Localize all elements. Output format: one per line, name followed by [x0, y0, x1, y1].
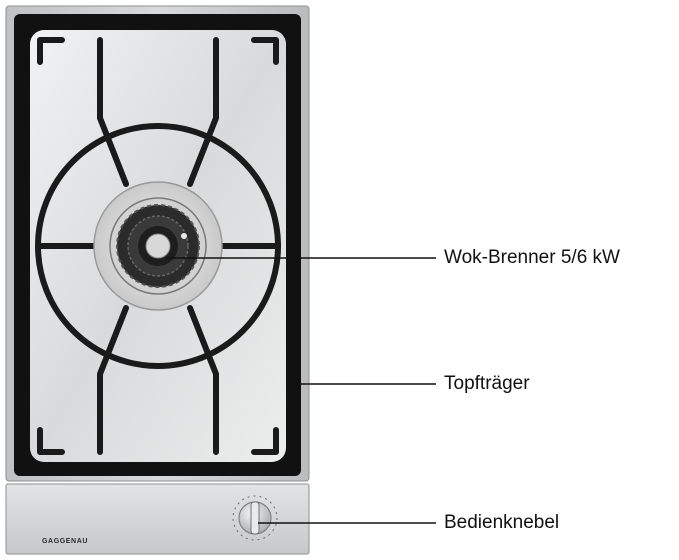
- control-panel: [5, 483, 310, 555]
- control-knob-icon[interactable]: [232, 495, 278, 541]
- callout-pan-support: Topfträger: [444, 373, 530, 394]
- callout-control-knob: Bedienknebel: [444, 512, 560, 533]
- callout-wok-burner: Wok-Brenner 5/6 kW: [444, 247, 620, 268]
- pan-support-grate: [35, 37, 281, 455]
- brand-logo: GAGGENAU: [42, 538, 89, 545]
- wok-burner-icon: [93, 181, 223, 311]
